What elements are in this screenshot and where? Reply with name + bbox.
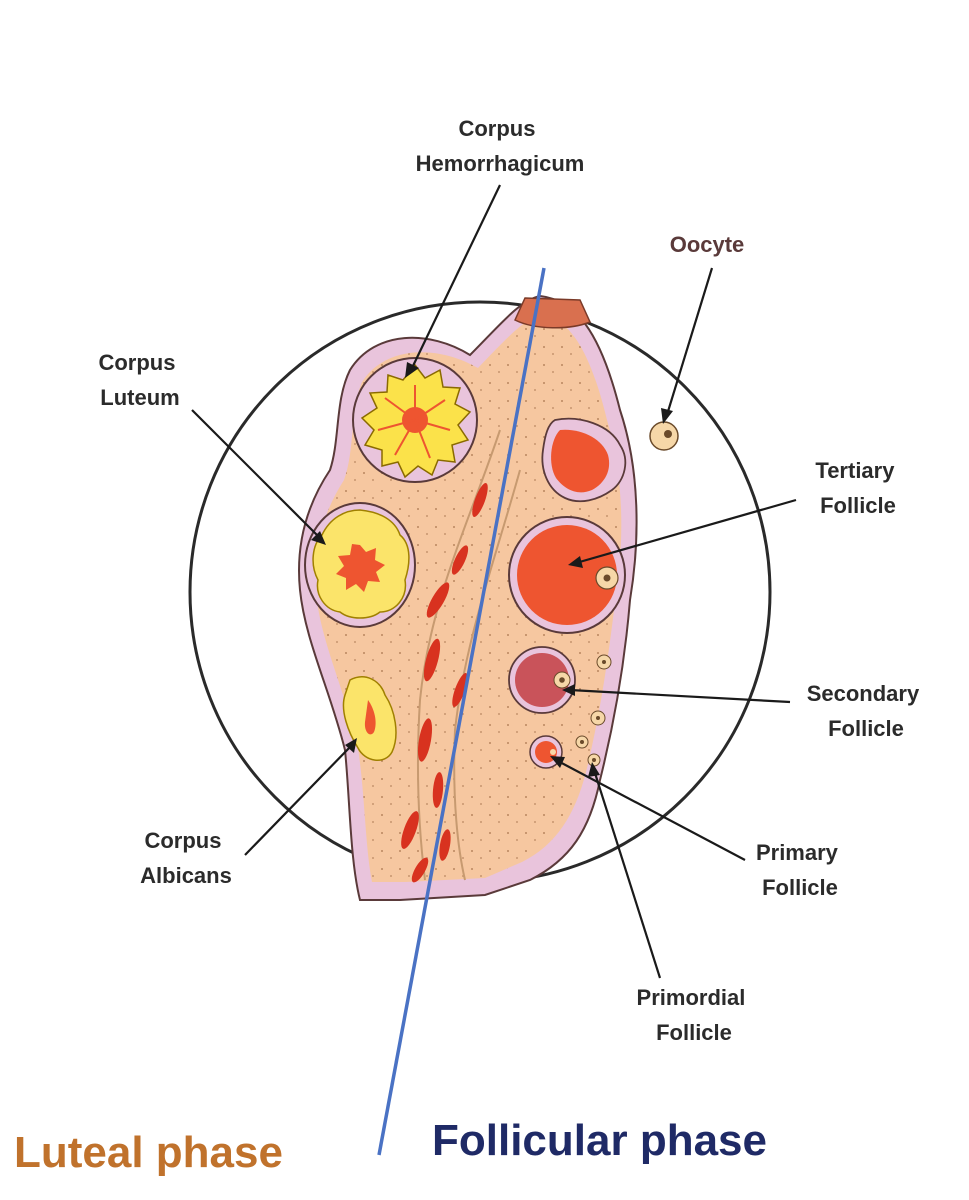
label-corpus-luteum: Corpus Luteum: [98, 350, 181, 410]
blood-vessels: [401, 482, 488, 883]
label-primary-follicle: Primary Follicle: [756, 840, 844, 900]
luteal-phase-label: Luteal phase: [14, 1128, 283, 1177]
leader-lines: [191, 184, 797, 979]
label-corpus-albicans: Corpus Albicans: [140, 828, 232, 888]
corpus-luteum-structure: [304, 502, 416, 628]
hilum: [514, 297, 592, 329]
tertiary-follicle-structure: [508, 516, 626, 634]
label-corpus-hemorrhagicum: Corpus Hemorrhagicum: [416, 116, 585, 176]
medulla-line: [416, 429, 501, 881]
ovulated-follicle: [541, 417, 627, 503]
phase-divider: [377, 267, 546, 1156]
corpus-hemorrhagicum-structure: [352, 357, 478, 483]
oocyte-structure: [649, 421, 679, 451]
secondary-follicle-structure: [508, 646, 576, 714]
label-tertiary-follicle: Tertiary Follicle: [815, 458, 900, 518]
label-primordial-follicle: Primordial Follicle: [637, 985, 752, 1045]
label-oocyte: Oocyte: [670, 232, 745, 257]
medulla-line: [453, 469, 521, 881]
label-secondary-follicle: Secondary Follicle: [807, 681, 926, 741]
follicular-phase-label: Follicular phase: [432, 1116, 767, 1165]
